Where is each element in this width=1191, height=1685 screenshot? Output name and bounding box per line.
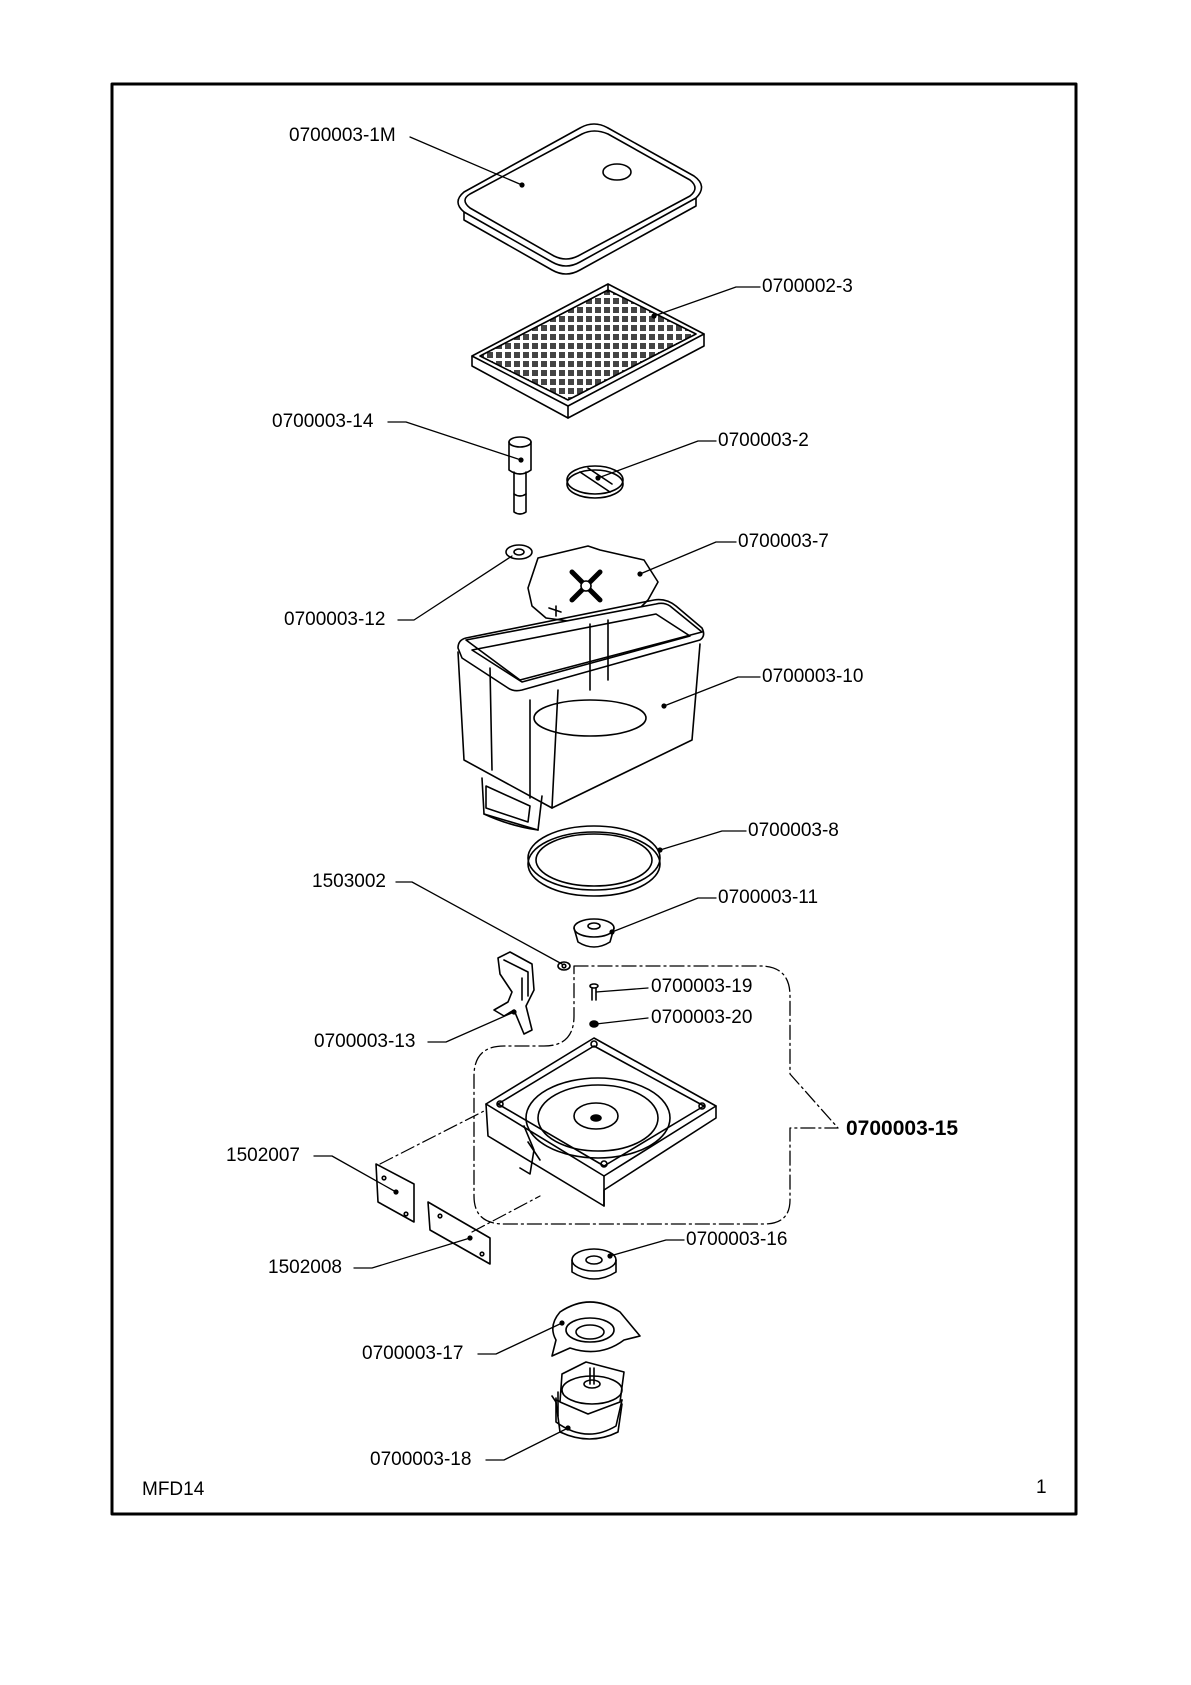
hub-part — [574, 919, 614, 947]
leader-1M — [410, 137, 522, 185]
plate-b-part — [428, 1202, 490, 1264]
leader-filter — [654, 287, 760, 316]
assembly-label: 0700003-15 — [846, 1119, 958, 1139]
part-label-agitator: 0700003-7 — [738, 532, 829, 552]
plate-b-guide-line — [472, 1196, 540, 1232]
part-label-motor-mount: 0700003-17 — [362, 1344, 463, 1364]
part-label-nut: 1503002 — [312, 872, 386, 892]
leader-screw-nut — [596, 1018, 648, 1024]
leader-hub — [612, 898, 716, 932]
leader-agitator — [640, 542, 736, 574]
leader-pin — [388, 422, 521, 460]
part-label-screw-nut: 0700003-20 — [651, 1008, 752, 1028]
part-label-1M: 0700003-1M — [289, 126, 396, 146]
leader-bracket — [428, 1012, 514, 1042]
base-assembly-part — [486, 1038, 716, 1206]
page-number: 1 — [1036, 1477, 1047, 1499]
clip-part — [567, 466, 623, 498]
gasket-part — [528, 826, 662, 896]
bushing-part — [572, 1249, 616, 1279]
leader-screw — [596, 988, 648, 992]
bracket-part — [494, 952, 534, 1034]
leader-motor — [486, 1428, 568, 1460]
leader-nut — [396, 882, 562, 964]
part-label-gasket: 0700003-8 — [748, 821, 839, 841]
part-label-plate-b: 1502008 — [268, 1258, 342, 1278]
part-label-screw: 0700003-19 — [651, 977, 752, 997]
part-label-bracket: 0700003-13 — [314, 1032, 415, 1052]
motor-mount-part — [552, 1302, 640, 1356]
plate-a-part — [376, 1164, 414, 1222]
part-label-pin: 0700003-14 — [272, 412, 373, 432]
part-label-filter: 0700002-3 — [762, 277, 853, 297]
leader-bushing — [610, 1240, 684, 1256]
leader-motor-mount — [478, 1323, 562, 1354]
part-label-clip: 0700003-2 — [718, 431, 809, 451]
model-code: MFD14 — [142, 1479, 204, 1501]
hopper-part — [458, 600, 704, 830]
motor-part — [552, 1362, 624, 1439]
leader-washer — [398, 556, 512, 620]
leader-gasket — [660, 831, 746, 850]
pin-part — [509, 437, 531, 514]
plate-a-guide-line — [380, 1110, 486, 1164]
part-label-bushing: 0700003-16 — [686, 1230, 787, 1250]
part-label-motor: 0700003-18 — [370, 1450, 471, 1470]
part-label-washer: 0700003-12 — [284, 610, 385, 630]
part-label-plate-a: 1502007 — [226, 1146, 300, 1166]
filter-tray-part — [472, 284, 704, 418]
part-label-hub: 0700003-11 — [718, 888, 818, 908]
lid-part — [458, 124, 702, 274]
leader-hopper — [664, 677, 760, 706]
part-label-hopper: 0700003-10 — [762, 667, 863, 687]
